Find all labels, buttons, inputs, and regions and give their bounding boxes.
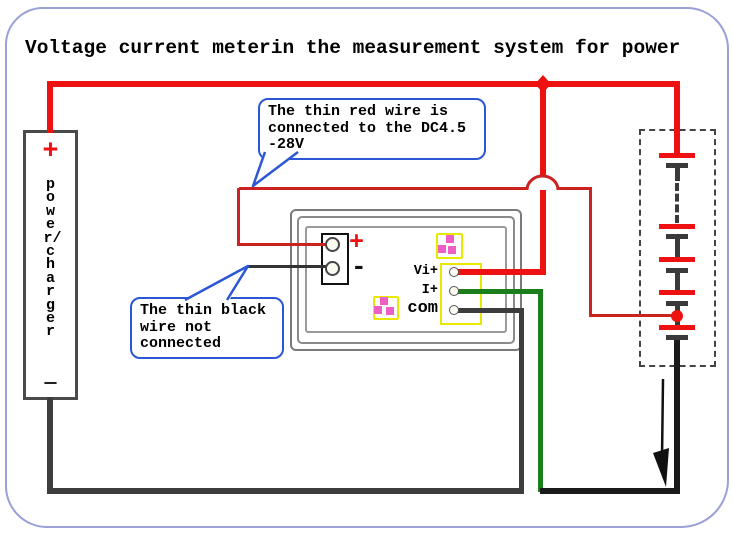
wire-red-battery-up	[47, 84, 53, 133]
battery-cell-positive-plate	[659, 224, 695, 229]
battery-cell-link	[674, 239, 680, 257]
battery-continuation-dashes	[675, 183, 679, 223]
battery-cell-negative-plate	[666, 301, 688, 306]
meter-plus-label: +	[349, 228, 365, 257]
battery-cell-positive-plate	[659, 153, 695, 158]
power-charger-battery: + power/charger —	[23, 130, 78, 400]
wire-red-top-rail	[47, 81, 680, 87]
wire-red-vi-riser-upper	[540, 81, 546, 177]
battery-cell-positive-plate	[659, 257, 695, 262]
battery-name-label: power/charger	[43, 176, 62, 341]
callout-red-wire: The thin red wire is connected to the DC…	[258, 98, 486, 160]
wire-red-to-right-battery	[674, 81, 680, 156]
callout-black-wire-line1: The thin black	[140, 302, 267, 319]
smd-pad	[386, 307, 394, 315]
battery-cell-negative-plate	[666, 335, 688, 340]
terminal-vi	[449, 267, 459, 277]
battery-plus-label: +	[42, 137, 59, 167]
battery-cell-positive-plate	[659, 325, 695, 330]
smd-pad	[446, 235, 454, 243]
callout-black-wire: The thin black wire not connected	[130, 297, 284, 359]
smd-pad	[448, 246, 456, 254]
wire-thin-red-horizontal-b	[557, 187, 591, 190]
callout-red-wire-line2: connected to the DC4.5	[268, 119, 467, 137]
wire-junction-dot	[671, 310, 683, 322]
callout-black-wire-line2: wire not	[140, 318, 213, 336]
wire-thin-red-horizontal-a	[239, 187, 528, 190]
battery-cell-link	[674, 168, 680, 181]
wire-green-iplus-vertical	[538, 289, 543, 492]
wire-com-horizontal	[456, 308, 524, 313]
wire-green-iplus-horizontal	[456, 289, 542, 294]
meter-minus-label: -	[351, 252, 367, 282]
wire-thin-red-vertical	[237, 188, 240, 245]
battery-cell-positive-plate	[659, 290, 695, 295]
battery-minus-label: —	[44, 372, 57, 395]
smd-pad	[438, 245, 446, 253]
smd-pad	[374, 306, 382, 314]
terminal-label-vi: Vi+	[413, 264, 438, 279]
wire-red-vi-horizontal	[455, 269, 546, 275]
terminal-label-com: com	[407, 299, 438, 318]
wire-com-bottom	[47, 488, 524, 494]
meter-minus-terminal	[324, 260, 340, 276]
callout-black-wire-line3: connected	[140, 335, 222, 352]
wire-thin-black-unconnected	[248, 265, 332, 268]
terminal-iplus	[449, 286, 459, 296]
wire-red-vi-riser-lower	[540, 190, 546, 275]
smd-pad	[380, 297, 388, 305]
wire-thin-red-tap	[591, 314, 675, 317]
wire-thin-red-to-plus	[237, 242, 332, 246]
diagram-title: Voltage current meterin the measurement …	[25, 37, 681, 59]
meter-plus-terminal	[324, 236, 340, 252]
wire-battery-minus-drop	[47, 397, 53, 491]
terminal-label-iplus: I+	[421, 283, 438, 298]
battery-cell-negative-plate	[666, 163, 688, 168]
battery-cell-negative-plate	[666, 268, 688, 273]
wire-black-battery-negative	[674, 339, 680, 493]
wire-black-bottom	[540, 488, 680, 494]
callout-red-wire-line3: -28V	[268, 136, 305, 153]
wire-thin-red-drop	[589, 187, 592, 317]
battery-cell-link	[674, 273, 680, 290]
terminal-com	[449, 305, 459, 315]
callout-red-wire-line1: The thin red wire is	[268, 103, 449, 120]
page-border	[5, 7, 729, 528]
battery-cell-negative-plate	[666, 234, 688, 239]
wire-com-vertical	[519, 308, 524, 493]
